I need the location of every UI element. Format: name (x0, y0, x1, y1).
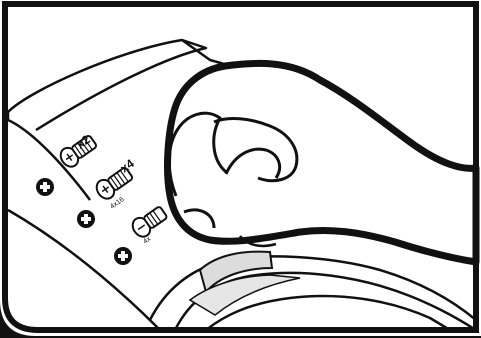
plus-circle-icon (114, 247, 132, 265)
plus-circle-icon (77, 210, 95, 228)
plus-circle-icon (36, 178, 54, 196)
